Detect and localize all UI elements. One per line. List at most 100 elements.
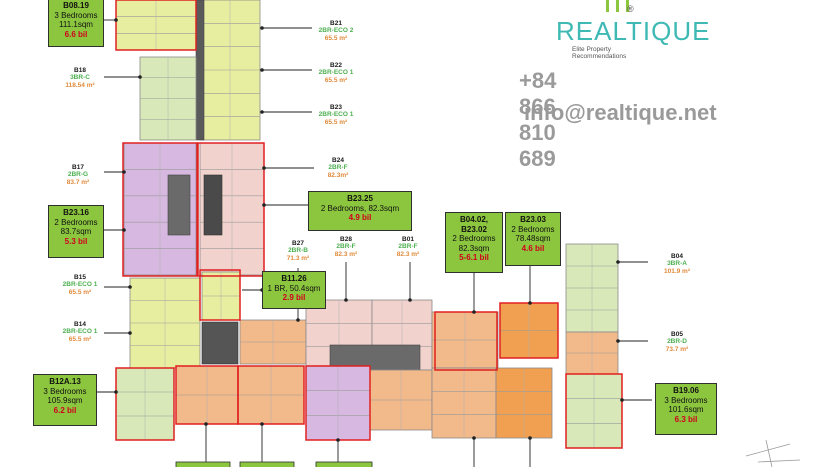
callout-b2316[interactable]: B23.16 2 Bedrooms 83.7sqm 5.3 bil: [48, 205, 104, 258]
unit-type: 2BR-F: [336, 243, 356, 251]
callout-b1126[interactable]: B11.26 1 BR, 50.4sqm 2.9 bil: [262, 271, 326, 309]
unit-type: 2BR-ECO 1: [62, 328, 98, 336]
callout-code: B23.25: [347, 194, 373, 203]
leader-dot-9: [260, 110, 264, 114]
vertical-dot-9: [528, 436, 532, 440]
highlight-frame-0: [115, 0, 197, 51]
highlight-frame-8: [237, 365, 305, 425]
leader-dot-2: [122, 170, 126, 174]
callout-b2303[interactable]: B23.03 2 Bedrooms 78.48sqm 4.6 bil: [505, 212, 561, 266]
leader-dot-6: [114, 390, 118, 394]
leader-dot-3: [122, 228, 126, 232]
callout-detail: 78.48sqm: [515, 234, 551, 244]
unit-type: 2BR-G: [67, 171, 89, 179]
leader-dot-13: [616, 260, 620, 264]
callout-code: B19.06: [673, 386, 699, 395]
vertical-dot-6: [260, 422, 264, 426]
callout-detail: 82.3sqm: [458, 243, 490, 253]
leader-dot-5: [128, 331, 132, 335]
callout-detail: 2 Bedrooms: [511, 224, 555, 234]
unit-label-b22: B22 2BR-ECO 1 65.5 m²: [314, 62, 358, 84]
highlight-frame-10: [565, 373, 623, 449]
vertical-dot-1: [344, 298, 348, 302]
email-address[interactable]: info@realtique.net: [524, 100, 717, 125]
unit-type: 2BR-ECO 1: [62, 281, 98, 289]
unit-label-b18: B18 3BR-C 118.54 m²: [56, 67, 104, 89]
callout-b12a13[interactable]: B12A.13 3 Bedrooms 105.9sqm 6.2 bil: [33, 374, 97, 426]
logo-wordmark: REALTIQUE: [556, 16, 711, 46]
unit-code: B05: [671, 331, 683, 338]
leader-dot-11: [262, 203, 266, 207]
callout-price: 4.6 bil: [521, 243, 545, 253]
unit-area: 65.5 m²: [68, 335, 92, 343]
unit-type: 2BR-ECO 2: [318, 27, 354, 35]
unit-area: 118.54 m²: [65, 81, 95, 89]
unit-code: B04: [671, 253, 683, 260]
callout-code: B23.03: [520, 215, 546, 224]
callout-price: 6.2 bil: [53, 405, 77, 415]
unit-label-b05: B05 2BR-D 73.7 m²: [655, 331, 699, 353]
leader-dot-10: [262, 166, 266, 170]
unit-code: B28: [340, 236, 352, 243]
leader-dot-7: [260, 26, 264, 30]
callout-detail: 101.6sqm: [668, 405, 704, 415]
stair-mid: [203, 174, 223, 236]
callout-detail: 3 Bedrooms: [43, 386, 87, 396]
callout-b2325[interactable]: B23.25 2 Bedrooms, 82.3sqm 4.9 bil: [308, 191, 412, 231]
unit-label-b23: B23 2BR-ECO 1 65.5 m²: [314, 104, 358, 126]
callout-stub-1: [239, 461, 295, 467]
callout-b0819[interactable]: B08.19 3 Bedrooms 111.1sqm 6.6 bil: [48, 0, 104, 47]
unit-type: 2BR-D: [667, 338, 687, 346]
callout-price: 2.9 bil: [282, 293, 306, 303]
unit-label-b15: B15 2BR-ECO 1 65.5 m²: [56, 274, 104, 296]
unit-label-b24: B24 2BR-F 82.3m²: [316, 157, 360, 179]
callout-code: B23.16: [63, 208, 89, 217]
highlight-frame-4: [434, 311, 498, 371]
callout-code: B11.26: [281, 274, 307, 283]
vertical-dot-4: [528, 301, 532, 305]
logo-tagline: Elite Property Recommendations: [572, 46, 627, 60]
callout-detail: 83.7sqm: [60, 227, 92, 237]
unit-label-b21: B21 2BR-ECO 2 65.5 m²: [314, 20, 358, 42]
core-top: [195, 0, 205, 141]
callout-stub-2: [315, 461, 373, 467]
unit-code: B21: [330, 20, 342, 27]
leader-dot-0: [114, 18, 118, 22]
highlight-frame-6: [115, 367, 175, 441]
logo-icon: [606, 0, 629, 12]
callout-detail: 111.1sqm: [59, 20, 93, 30]
callout-detail: 2 Bedrooms: [54, 217, 98, 227]
unit-area: 65.5 m²: [68, 288, 92, 296]
callout-code: B08.19: [63, 1, 89, 10]
compass-arm-3: [765, 439, 773, 467]
registered-mark: ®: [627, 4, 634, 14]
callout-detail: 105.9sqm: [47, 396, 83, 406]
callout-price: 5.3 bil: [64, 236, 88, 246]
leader-dot-8: [260, 68, 264, 72]
core-left: [201, 321, 239, 365]
callout-detail: 2 Bedrooms: [452, 234, 496, 244]
phone-number[interactable]: +84 866 810 689: [519, 68, 557, 171]
unit-code: B27: [292, 240, 304, 247]
vertical-dot-3: [472, 310, 476, 314]
unit-type: 3BR-A: [667, 260, 687, 268]
callout-code: B12A.13: [49, 377, 81, 386]
callout-price: 6.6 bil: [64, 29, 88, 39]
leader-dot-15: [620, 398, 624, 402]
unit-code: B15: [74, 274, 86, 281]
callout-b1906[interactable]: B19.06 3 Bedrooms 101.6sqm 6.3 bil: [655, 383, 717, 435]
vertical-dot-0: [296, 318, 300, 322]
callout-b0402[interactable]: B04.02, B23.02 2 Bedrooms 82.3sqm 5-6.1 …: [445, 212, 503, 273]
unit-type: 2BR-ECO 1: [318, 111, 354, 119]
unit-type: 2BR-B: [288, 247, 308, 255]
leader-dot-14: [616, 339, 620, 343]
unit-label-b28: B28 2BR-F 82.3 m²: [326, 236, 366, 258]
unit-type: 2BR-ECO 1: [318, 69, 354, 77]
unit-label-b27: B27 2BR-B 71.3 m²: [278, 240, 318, 262]
unit-area: 101.9 m²: [663, 267, 691, 275]
callout-stub-0: [175, 461, 231, 467]
callout-detail: 3 Bedrooms: [54, 10, 98, 20]
unit-area: 82.3 m²: [396, 250, 420, 258]
callout-detail: 1 BR, 50.4sqm: [267, 283, 321, 293]
